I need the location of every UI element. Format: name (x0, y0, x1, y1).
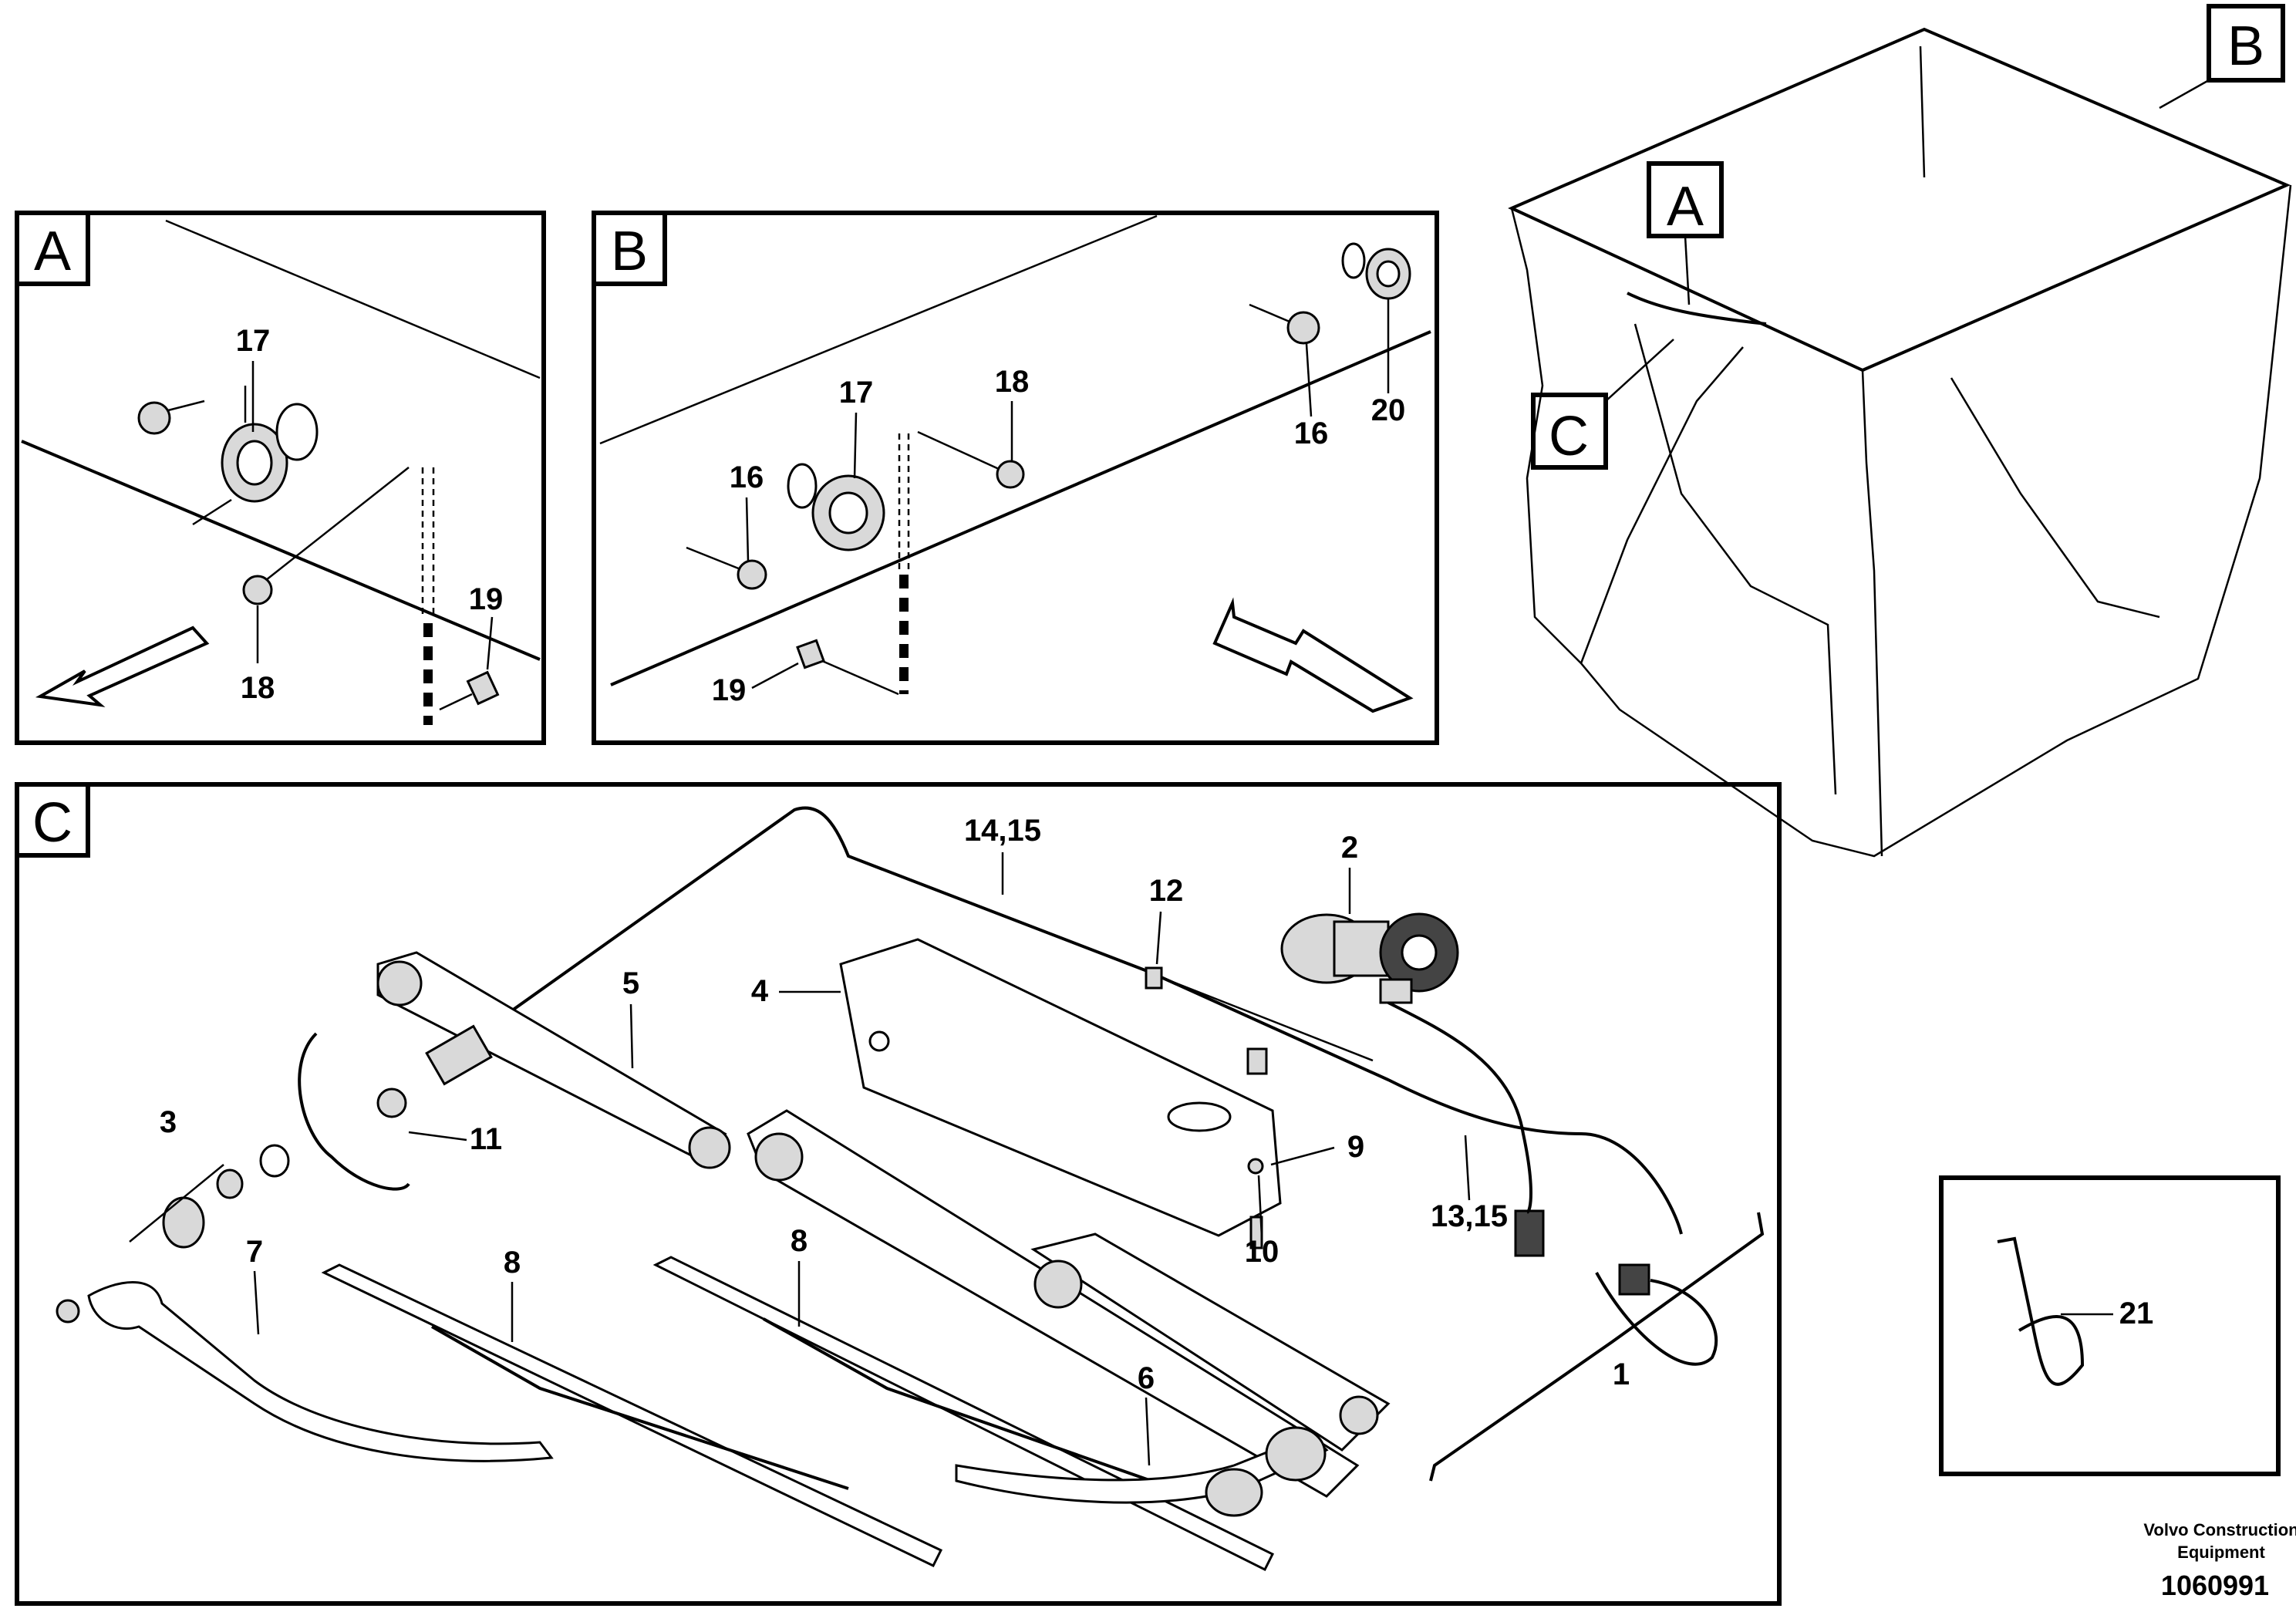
cab-roof (1508, 27, 2291, 373)
label-19: 19 (712, 673, 747, 707)
label-18: 18 (995, 365, 1030, 399)
label-13-15: 13,15 (1431, 1199, 1508, 1233)
panel-b-tag: B (611, 221, 648, 282)
label-21: 21 (2119, 1297, 2154, 1330)
label-8a: 8 (504, 1246, 521, 1280)
label-5: 5 (622, 966, 639, 1000)
label-11: 11 (470, 1122, 502, 1156)
detail-panel-c: C (15, 782, 1782, 1606)
credit-line-2: Equipment (2177, 1543, 2265, 1562)
label-4: 4 (751, 974, 769, 1008)
label-20: 20 (1371, 393, 1406, 427)
overview-tag-c: C (1549, 406, 1589, 467)
label-14-15: 14,15 (964, 814, 1041, 848)
label-1: 1 (1613, 1357, 1630, 1391)
washer-icon (162, 1196, 205, 1249)
wiper-motor-bracket (839, 938, 1282, 1237)
label-6: 6 (1138, 1361, 1155, 1395)
label-16b: 16 (1294, 416, 1329, 450)
clamp-icon (1145, 966, 1163, 990)
label-12: 12 (1149, 874, 1184, 908)
label-8b: 8 (791, 1224, 807, 1258)
label-10: 10 (1245, 1235, 1279, 1269)
spacer-icon (1246, 1047, 1268, 1075)
bolt-icon (996, 460, 1025, 489)
cable-harness (500, 806, 1683, 1235)
cable-tie-icon (1997, 1236, 2085, 1386)
document-number: 1060991 (2161, 1570, 2269, 1601)
panel-c-tag: C (32, 792, 72, 854)
overview-tag-b: B (2227, 15, 2264, 77)
direction-arrow-icon (1212, 597, 1414, 713)
shaft-icon (376, 1088, 407, 1118)
direction-arrow-icon (35, 626, 210, 707)
label-7: 7 (246, 1235, 263, 1269)
label-16a: 16 (730, 460, 764, 494)
connector-icon (1514, 1209, 1545, 1257)
cab-overview: A B C (1508, 4, 2292, 858)
panel-a-tag: A (34, 221, 71, 282)
label-17: 17 (236, 324, 271, 358)
label-17: 17 (839, 376, 874, 410)
credit-line-1: Volvo Construction (2143, 1520, 2296, 1539)
detail-panel-cable-tie: 21 (1939, 1175, 2281, 1476)
rivet-icon (1286, 311, 1320, 345)
label-19: 19 (469, 582, 504, 616)
label-2: 2 (1341, 831, 1358, 865)
bolt-icon (242, 575, 273, 605)
overview-tag-a: A (1667, 176, 1704, 238)
footer-credit: Volvo Construction Equipment 1060991 (2143, 1520, 2296, 1601)
nut-icon (796, 639, 825, 669)
wiper-arm-left (87, 1281, 554, 1462)
assembly-bracket-1 (1429, 1212, 1765, 1482)
wiper-blade-left (321, 1263, 943, 1567)
detail-panel-a: A 17 18 19 (15, 211, 546, 745)
detail-panel-b: B 16 17 18 16 20 (592, 211, 1439, 745)
nut-icon (466, 670, 500, 706)
label-18: 18 (241, 671, 275, 705)
label-9: 9 (1347, 1130, 1364, 1164)
rivet-icon (737, 559, 767, 590)
label-3: 3 (160, 1105, 177, 1139)
